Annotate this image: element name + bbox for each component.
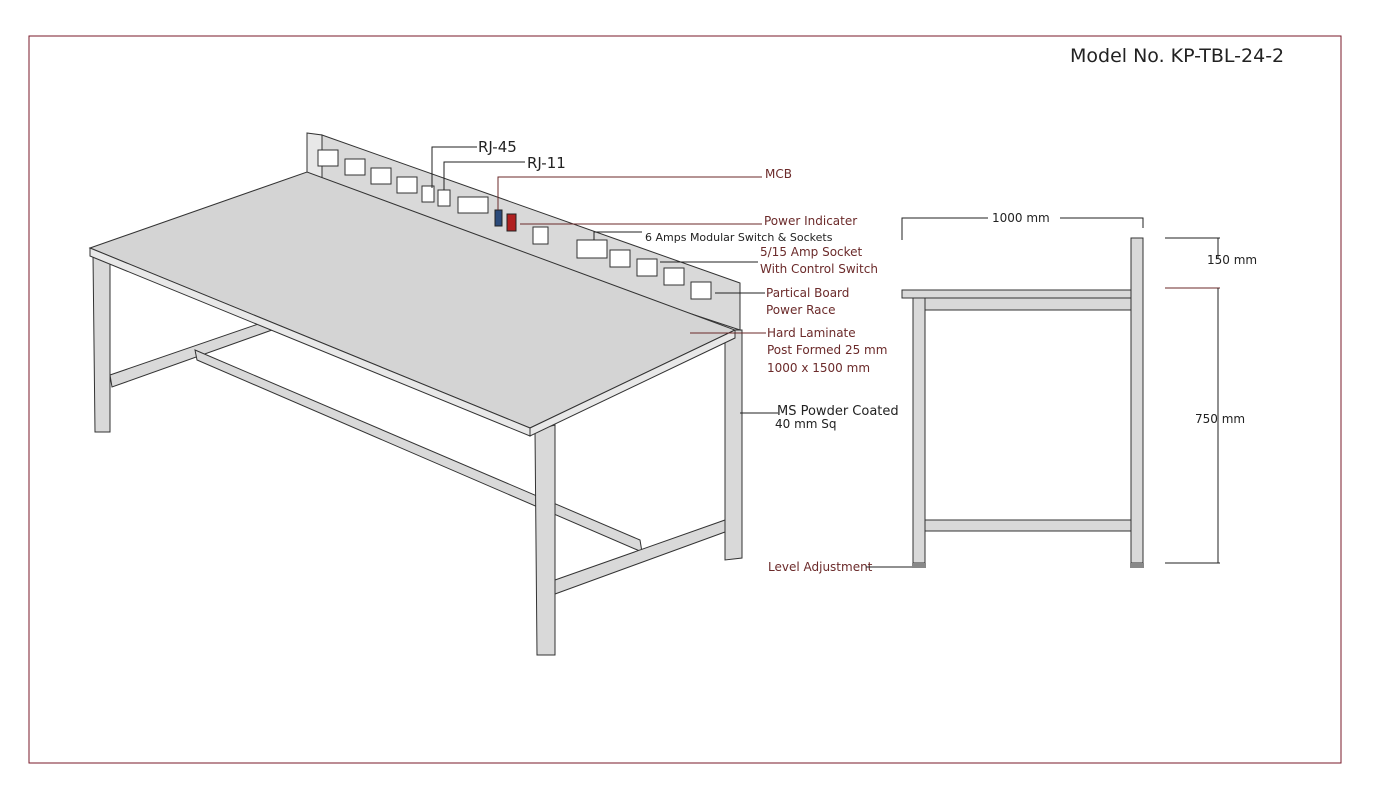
power-indicator-lamp: [506, 213, 517, 232]
label-socket-2: With Control Switch: [760, 262, 878, 276]
dimension-backboard: 150 mm: [1207, 253, 1257, 267]
socket: [370, 167, 392, 185]
label-rj11: RJ-11: [527, 154, 566, 172]
label-laminate-1: Hard Laminate: [767, 326, 856, 340]
back-right-leg: [724, 329, 743, 561]
label-board-2: Power Race: [766, 303, 836, 317]
label-laminate-2: Post Formed 25 mm: [767, 343, 887, 357]
power-race-backboard: [321, 134, 741, 331]
dimension-height: 750 mm: [1195, 412, 1245, 426]
drawing-frame: [28, 35, 1342, 764]
rj45-socket: [421, 185, 435, 203]
front-right-leg: [534, 424, 556, 656]
side-bottom-rail: [924, 519, 1132, 532]
leader-line: [431, 146, 477, 188]
model-number: Model No. KP-TBL-24-2: [1070, 45, 1284, 67]
label-socket-1: 5/15 Amp Socket: [760, 245, 863, 259]
socket: [344, 158, 366, 176]
sockets: [317, 149, 712, 300]
socket: [532, 226, 549, 245]
side-apron: [924, 297, 1132, 311]
socket: [690, 281, 712, 300]
isometric-table: [88, 132, 778, 656]
label-mcb: MCB: [765, 167, 792, 181]
mcb-switch: [494, 209, 503, 227]
socket: [663, 267, 685, 286]
label-power-indicator: Power Indicater: [764, 214, 857, 228]
rj11-socket: [437, 189, 451, 207]
leader-line: [497, 176, 762, 210]
modular-switch: [457, 196, 489, 214]
leader-line: [443, 161, 525, 190]
leader-line: [901, 217, 988, 240]
leveler: [1130, 563, 1144, 568]
side-top: [901, 289, 1133, 299]
side-leg-front: [912, 297, 926, 564]
leader-line: [1060, 217, 1144, 228]
leader-line: [593, 231, 642, 240]
socket: [396, 176, 418, 194]
label-laminate-3: 1000 x 1500 mm: [767, 361, 870, 375]
label-level: Level Adjustment: [768, 560, 873, 574]
side-leg-back: [1130, 237, 1144, 564]
socket: [636, 258, 658, 277]
side-view: [901, 217, 1220, 568]
socket: [609, 249, 631, 268]
table-top-side-edge: [529, 329, 736, 437]
label-rj45: RJ-45: [478, 138, 517, 156]
front-left-leg: [92, 254, 111, 433]
label-modular: 6 Amps Modular Switch & Sockets: [645, 231, 833, 244]
modular-switch-sockets: [576, 239, 608, 259]
dimension-width: 1000 mm: [992, 211, 1050, 225]
leveler: [912, 563, 926, 568]
label-frame-2: 40 mm Sq: [775, 417, 837, 431]
socket: [317, 149, 339, 167]
right-side-rail: [554, 519, 726, 595]
label-frame-1: MS Powder Coated: [777, 404, 899, 419]
label-board-1: Partical Board: [766, 286, 849, 300]
